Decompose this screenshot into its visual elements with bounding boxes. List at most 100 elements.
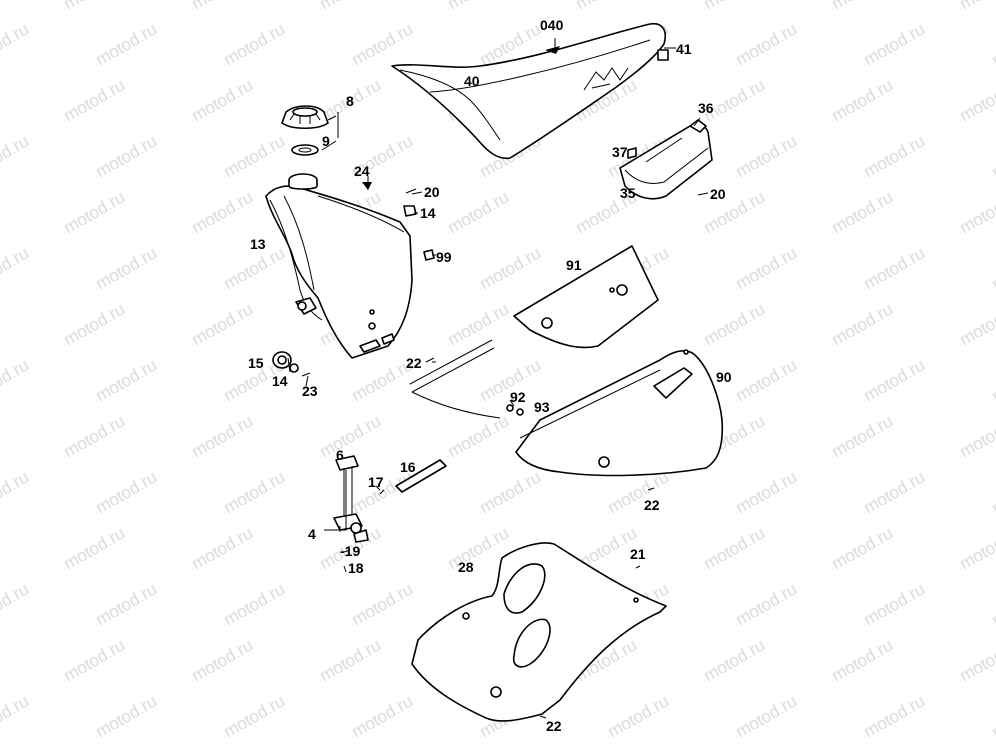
watermark-text: motod.ru [477, 243, 545, 293]
watermark-text: motod.ru [445, 299, 513, 349]
watermark-text: motod.ru [957, 0, 996, 13]
watermark-text: motod.ru [221, 131, 289, 181]
label-36: 36 [698, 100, 714, 116]
watermark-text: motod.ru [861, 19, 929, 69]
watermark-text: motod.ru [93, 467, 161, 517]
label-9: 9 [322, 133, 330, 149]
watermark-text: motod.ru [573, 0, 641, 13]
watermark-text: motod.ru [989, 579, 996, 629]
watermark-text: motod.ru [61, 0, 129, 13]
watermark-text: motod.ru [701, 635, 769, 685]
watermark-text: motod.ru [989, 19, 996, 69]
tool-box [619, 119, 713, 200]
watermark-text: motod.ru [861, 579, 929, 629]
watermark-text: motod.ru [93, 19, 161, 69]
label-18: 18 [348, 560, 364, 576]
watermark-text: motod.ru [957, 299, 996, 349]
watermark-text: motod.ru [189, 0, 257, 13]
label-40: 40 [464, 73, 480, 89]
watermark-text: motod.ru [93, 691, 161, 741]
leader-lines [287, 38, 701, 532]
fuel-tank [265, 173, 413, 359]
label-4: 4 [308, 526, 316, 542]
label-22-rear: 22 [546, 718, 562, 734]
watermark-text: motod.ru [61, 75, 129, 125]
label-99: 99 [436, 249, 452, 265]
watermark-text: motod.ru [733, 19, 801, 69]
watermark-text: motod.ru [701, 0, 769, 13]
watermark-text: motod.ru [0, 355, 32, 405]
watermark-text: motod.ru [733, 243, 801, 293]
label-92: 92 [510, 389, 526, 405]
label-24: 24 [354, 163, 370, 179]
watermark-text: motod.ru [957, 187, 996, 237]
label-17: 17 [368, 474, 384, 490]
side-panel-upper [513, 245, 659, 349]
watermark-text: motod.ru [989, 467, 996, 517]
label-16: 16 [400, 459, 416, 475]
watermark-text: motod.ru [189, 635, 257, 685]
watermark-text: motod.ru [189, 523, 257, 573]
label-19: -19 [340, 543, 360, 559]
watermark-text: motod.ru [989, 131, 996, 181]
watermark-text: motod.ru [701, 523, 769, 573]
watermark-text: motod.ru [0, 691, 32, 741]
label-35: 35 [620, 185, 636, 201]
watermark-text: motod.ru [189, 75, 257, 125]
watermark-text: motod.ru [61, 187, 129, 237]
watermark-text: motod.ru [733, 691, 801, 741]
watermark-text: motod.ru [445, 411, 513, 461]
watermark-text: motod.ru [829, 411, 897, 461]
watermark-text: motod.ru [829, 75, 897, 125]
watermark-text: motod.ru [189, 299, 257, 349]
label-20-toolbox: 20 [710, 186, 726, 202]
watermark-text: motod.ru [189, 411, 257, 461]
label-040: 040 [540, 17, 564, 33]
label-14-tank: 14 [420, 205, 436, 221]
watermark-text: motod.ru [957, 635, 996, 685]
watermark-text: motod.ru [829, 299, 897, 349]
watermark-text: motod.ru [861, 131, 929, 181]
watermark-text: motod.ru [861, 243, 929, 293]
watermark-text: motod.ru [957, 523, 996, 573]
watermark-text: motod.ru [221, 19, 289, 69]
fuel-tap [333, 455, 447, 573]
watermark-text: motod.ru [317, 411, 385, 461]
watermark-text: motod.ru [189, 187, 257, 237]
watermark-text: motod.ru [957, 75, 996, 125]
watermark-text: motod.ru [829, 635, 897, 685]
watermark-text: motod.ru [445, 187, 513, 237]
watermark-text: motod.ru [445, 0, 513, 13]
part-labels: 040 41 40 8 9 36 37 35 20 24 20 14 13 99… [248, 17, 732, 734]
watermark-text: motod.ru [93, 243, 161, 293]
label-23: 23 [302, 383, 318, 399]
watermark-text: motod.ru [317, 635, 385, 685]
watermark-text: motod.ru [93, 579, 161, 629]
seat [391, 22, 669, 160]
watermark-text: motod.ru [861, 355, 929, 405]
watermark-text: motod.ru [317, 0, 385, 13]
watermark-text: motod.ru [93, 131, 161, 181]
watermark-text: motod.ru [61, 635, 129, 685]
watermark-text: motod.ru [829, 0, 897, 13]
watermark-text: motod.ru [861, 691, 929, 741]
watermark-text: motod.ru [605, 691, 673, 741]
label-13: 13 [250, 236, 266, 252]
watermark-text: motod.ru [829, 523, 897, 573]
label-8: 8 [346, 93, 354, 109]
watermark-text: motod.ru [0, 131, 32, 181]
label-41: 41 [676, 41, 692, 57]
side-cover [409, 339, 724, 491]
rear-side-cover [411, 542, 667, 722]
label-22-rail: 22 [406, 355, 422, 371]
watermark-text: motod.ru [0, 19, 32, 69]
label-93: 93 [534, 399, 550, 415]
watermark-text: motod.ru [701, 299, 769, 349]
watermark-text: motod.ru [93, 355, 161, 405]
watermark-text: motod.ru [0, 579, 32, 629]
watermark-text: motod.ru [733, 579, 801, 629]
label-91: 91 [566, 257, 582, 273]
label-15: 15 [248, 355, 264, 371]
watermark-text: motod.ru [221, 691, 289, 741]
